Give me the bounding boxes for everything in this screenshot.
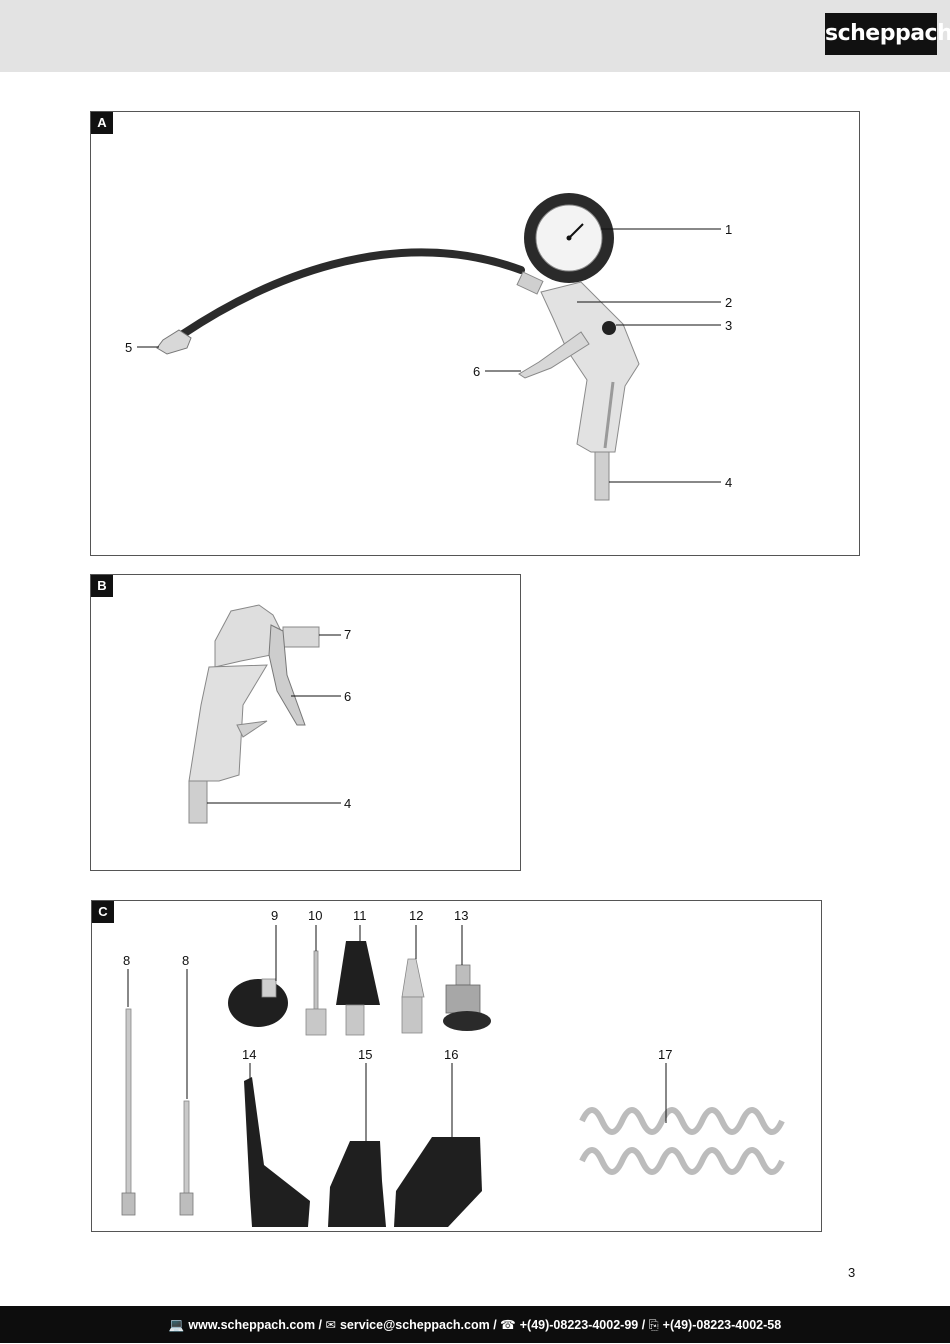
callout-17: 17 — [658, 1047, 672, 1062]
figure-panel-b: B 7 6 4 — [90, 574, 521, 871]
figure-panel-a: A 1 2 3 4 5 6 — [90, 111, 860, 556]
footer-fax: +(49)-08223-4002-58 — [662, 1318, 782, 1332]
page-number: 3 — [848, 1265, 856, 1280]
footer-website[interactable]: www.scheppach.com — [188, 1318, 316, 1332]
computer-icon: 💻 — [168, 1317, 185, 1332]
callout-8: 8 — [123, 953, 130, 968]
accessory-set-illustration: 8 8 9 10 11 12 13 14 15 16 17 — [121, 908, 785, 1227]
panel-label-c: C — [92, 901, 114, 923]
callout-2: 2 — [725, 295, 732, 310]
callout-4: 4 — [725, 475, 732, 490]
callout-10: 10 — [308, 908, 322, 923]
page-header: scheppach — [0, 0, 950, 72]
callout-14: 14 — [242, 1047, 256, 1062]
figure-panel-c: C — [91, 900, 822, 1232]
footer-email[interactable]: service@scheppach.com — [339, 1318, 490, 1332]
panel-label-b: B — [91, 575, 113, 597]
tire-inflator-gauge-illustration: 1 2 3 4 5 6 — [125, 193, 732, 501]
callout-9: 9 — [271, 908, 278, 923]
footer-phone: +(49)-08223-4002-99 — [519, 1318, 639, 1332]
callout-6: 6 — [344, 689, 351, 704]
callout-15: 15 — [358, 1047, 372, 1062]
mail-icon: ✉ — [325, 1317, 336, 1332]
callout-1: 1 — [725, 222, 732, 237]
contact-footer: 💻www.scheppach.com / ✉service@scheppach.… — [0, 1306, 950, 1343]
blow-gun-illustration: 7 6 4 — [188, 604, 351, 824]
callout-13: 13 — [454, 908, 468, 923]
callout-6: 6 — [473, 364, 480, 379]
callout-7: 7 — [344, 627, 351, 642]
callout-11: 11 — [353, 908, 367, 923]
fax-icon: ⎘ — [648, 1317, 659, 1332]
phone-icon: ☎ — [500, 1317, 516, 1332]
callout-3: 3 — [725, 318, 732, 333]
callout-16: 16 — [444, 1047, 458, 1062]
callout-4: 4 — [344, 796, 351, 811]
scheppach-logo: scheppach — [825, 13, 950, 55]
panel-label-a: A — [91, 112, 113, 134]
callout-12: 12 — [409, 908, 423, 923]
callout-5: 5 — [125, 340, 132, 355]
callout-8: 8 — [182, 953, 189, 968]
